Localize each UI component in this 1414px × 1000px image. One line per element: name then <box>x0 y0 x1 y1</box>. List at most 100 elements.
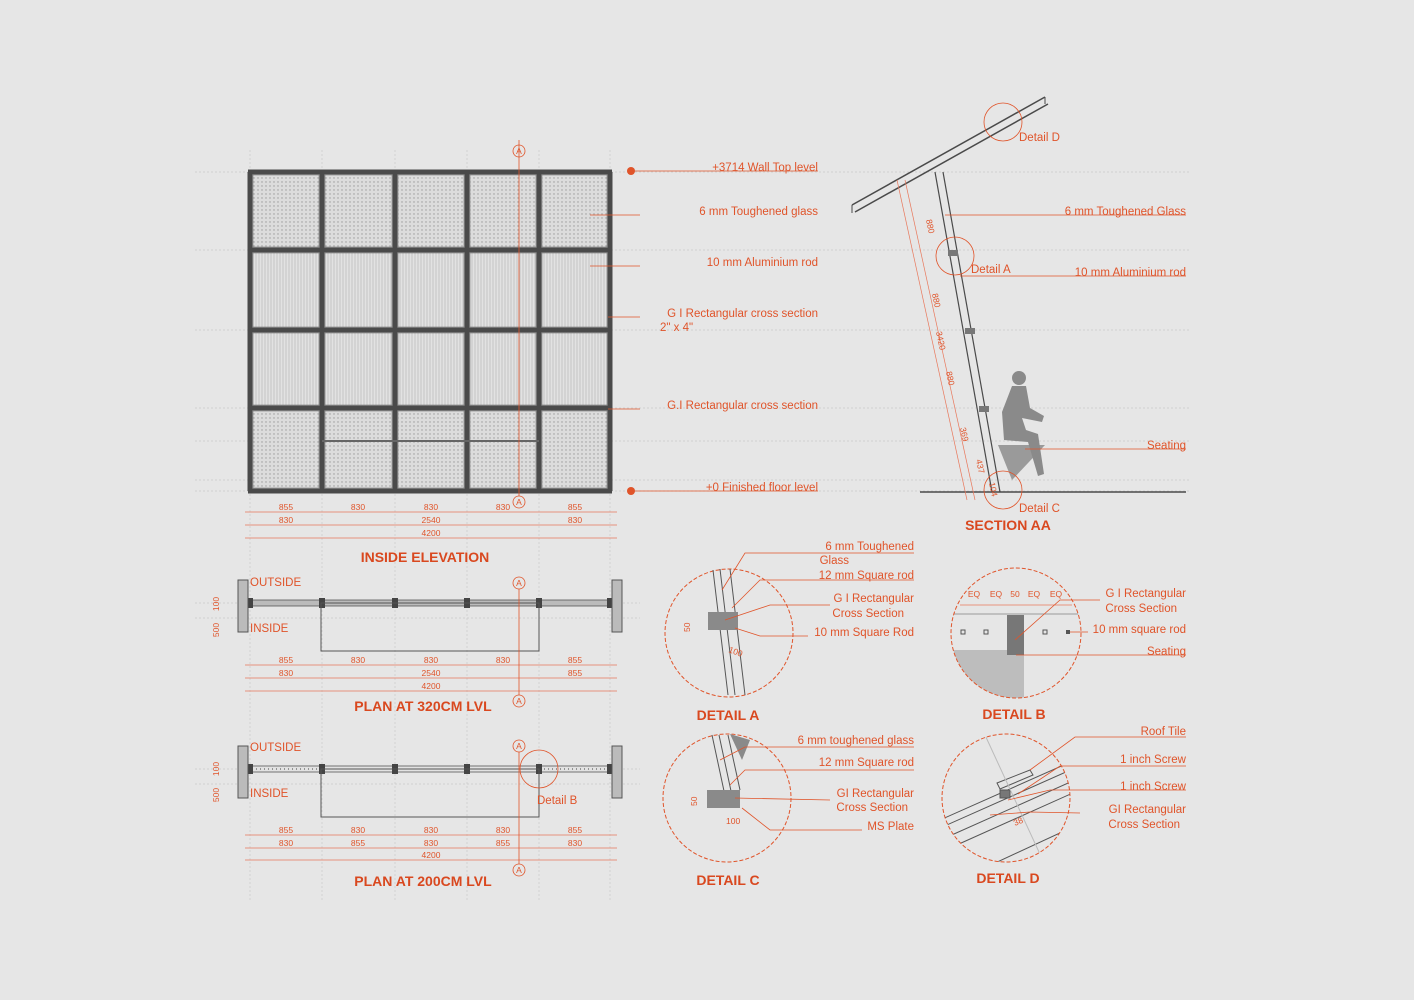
glass-panel <box>252 332 320 406</box>
section-marker-a-top[interactable]: A A <box>512 140 526 509</box>
text-label: Cross Section <box>1105 603 1177 615</box>
text-label: 855 <box>279 502 293 512</box>
plan-320-title: PLAN AT 320CM LVL <box>354 698 492 714</box>
label-gi-size: 2" x 4" <box>660 322 693 334</box>
text-label: Seating <box>1147 646 1186 658</box>
text-label: 50 <box>682 622 692 632</box>
text-label: 830 <box>568 515 582 525</box>
text-label: 38 <box>1012 815 1025 828</box>
elevation-title: INSIDE ELEVATION <box>361 549 490 565</box>
text-label: Cross Section <box>1108 819 1180 831</box>
text-label: 855 <box>568 825 582 835</box>
plan-post <box>607 598 613 608</box>
elevation-dimensions: 855 830 830 830 855 830 2540 830 4200 <box>245 502 617 539</box>
glass-panel <box>397 252 465 328</box>
text-label: 830 <box>351 825 365 835</box>
text-label: MS Plate <box>867 821 914 833</box>
text-label: 10 mm Aluminium rod <box>1075 267 1186 279</box>
text-label: OUTSIDE <box>250 742 301 754</box>
text-label: 855 <box>568 655 582 665</box>
label-gi-section: G I Rectangular cross section <box>667 308 818 320</box>
label-gi-section-2: G.I Rectangular cross section <box>667 400 818 412</box>
text-label: 855 <box>279 655 293 665</box>
seat-outline <box>320 768 540 818</box>
text-label: G I Rectangular <box>833 593 914 605</box>
text-label: DETAIL C <box>696 872 759 888</box>
text-label: 10 mm square rod <box>1093 624 1186 636</box>
plan-post <box>247 598 253 608</box>
text-label: 50 <box>1010 589 1020 599</box>
label-floor: +0 Finished floor level <box>706 482 818 494</box>
text-label: 855 <box>568 668 582 678</box>
text-label: 830 <box>351 655 365 665</box>
text-label: 830 <box>496 655 510 665</box>
text-label: A <box>516 865 522 875</box>
end-wall <box>611 579 623 633</box>
end-wall <box>237 745 249 799</box>
text-label: G I Rectangular <box>1105 588 1186 600</box>
glass-panel <box>397 332 465 406</box>
detail-a: 50 100 6 mm Toughened Glass 12 mm Square… <box>664 541 914 723</box>
detail-c-callout: Detail C <box>1019 503 1060 515</box>
text-label: Seating <box>1147 440 1186 452</box>
text-label: Glass <box>820 555 850 567</box>
label-glass: 6 mm Toughened glass <box>699 206 818 218</box>
text-label: 12 mm Square rod <box>819 757 914 769</box>
text-label: DETAIL A <box>697 707 760 723</box>
plan-320 <box>237 579 623 652</box>
text-label: 830 <box>496 502 510 512</box>
label-outside: OUTSIDE <box>250 577 301 589</box>
text-label: EQ <box>990 589 1003 599</box>
inside-elevation <box>247 169 613 494</box>
text-label: 830 <box>424 838 438 848</box>
seat-outline <box>320 602 540 652</box>
glass-panel <box>324 410 393 489</box>
detail-d-callout: Detail D <box>1019 132 1060 144</box>
text-label: 830 <box>279 515 293 525</box>
text-label: 1 inch Screw <box>1120 754 1187 766</box>
glass-panel <box>469 332 537 406</box>
text-label: 100 <box>211 597 221 611</box>
text-label: GI Rectangular <box>1109 804 1187 816</box>
text-label: 855 <box>279 825 293 835</box>
text-label: 100 <box>727 644 744 658</box>
detail-d: 38 Roof Tile 1 inch Screw 1 inch Screw G… <box>941 726 1187 886</box>
text-label: 10 mm Square Rod <box>814 627 914 639</box>
text-label: 830 <box>424 655 438 665</box>
plan-200 <box>237 745 623 818</box>
gi-rail <box>248 405 612 411</box>
text-label: 500 <box>211 788 221 802</box>
text-label: 830 <box>568 838 582 848</box>
glass-panel <box>541 174 608 248</box>
text-label: 855 <box>351 838 365 848</box>
detail-b: EQ EQ 50 EQ EQ G I Rectangular Cross Sec… <box>950 567 1186 722</box>
text-label: 4200 <box>422 681 441 691</box>
text-label: Cross Section <box>836 802 908 814</box>
glass-panel <box>252 252 320 328</box>
detail-a-callout: Detail A <box>971 264 1011 276</box>
plan-post <box>607 764 613 774</box>
text-label: INSIDE <box>250 788 289 800</box>
text-label: 100 <box>726 816 740 826</box>
text-label: 369 <box>958 426 971 442</box>
label-rod: 10 mm Aluminium rod <box>707 257 818 269</box>
text-label: 2540 <box>422 515 441 525</box>
text-label: DETAIL B <box>982 706 1045 722</box>
gi-rail <box>248 488 612 494</box>
text-label: 830 <box>496 825 510 835</box>
text-label: 880 <box>924 218 937 234</box>
text-label: 4200 <box>422 850 441 860</box>
text-label: EQ <box>968 589 981 599</box>
text-label: A <box>516 497 522 507</box>
glass-panel <box>541 252 608 328</box>
text-label: 3420 <box>934 330 948 351</box>
glass-panel <box>324 252 393 328</box>
text-label: 104 <box>987 481 1000 497</box>
text-label: 880 <box>930 292 943 308</box>
glass-panel <box>541 410 608 489</box>
glass-panel <box>397 410 465 489</box>
section-aa-title: SECTION AA <box>965 517 1051 533</box>
glass-panel <box>469 410 537 489</box>
gi-rail <box>248 169 612 175</box>
